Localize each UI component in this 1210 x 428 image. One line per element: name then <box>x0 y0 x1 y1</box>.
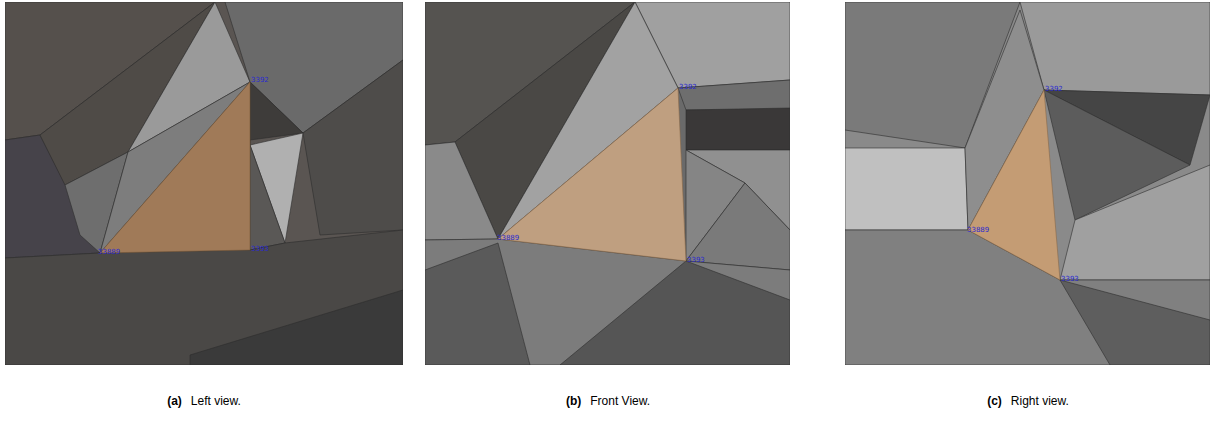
vertex-index: 3392 <box>251 77 269 84</box>
vertex-index: 3392 <box>679 84 697 91</box>
subfigure-letter: (a) <box>167 395 182 407</box>
subfigure-caption: Right view. <box>1011 395 1069 407</box>
subfigure-letter: (b) <box>566 395 581 407</box>
vertex-index: 33889 <box>497 235 519 242</box>
vertex-index: 33889 <box>98 249 120 256</box>
right-view-render <box>845 2 1210 365</box>
vertex-index: 3393 <box>251 246 269 253</box>
front-view-render <box>425 2 790 365</box>
vertex-index: 3393 <box>1061 276 1079 283</box>
vertex-index: 33889 <box>967 227 989 234</box>
subfigure-letter: (c) <box>987 395 1002 407</box>
vertex-index: 3392 <box>1045 86 1063 93</box>
left-view-render <box>5 2 403 365</box>
subfigure-caption: Front View. <box>590 395 650 407</box>
vertex-index: 3393 <box>687 257 705 264</box>
subfigure-caption: Left view. <box>191 395 241 407</box>
